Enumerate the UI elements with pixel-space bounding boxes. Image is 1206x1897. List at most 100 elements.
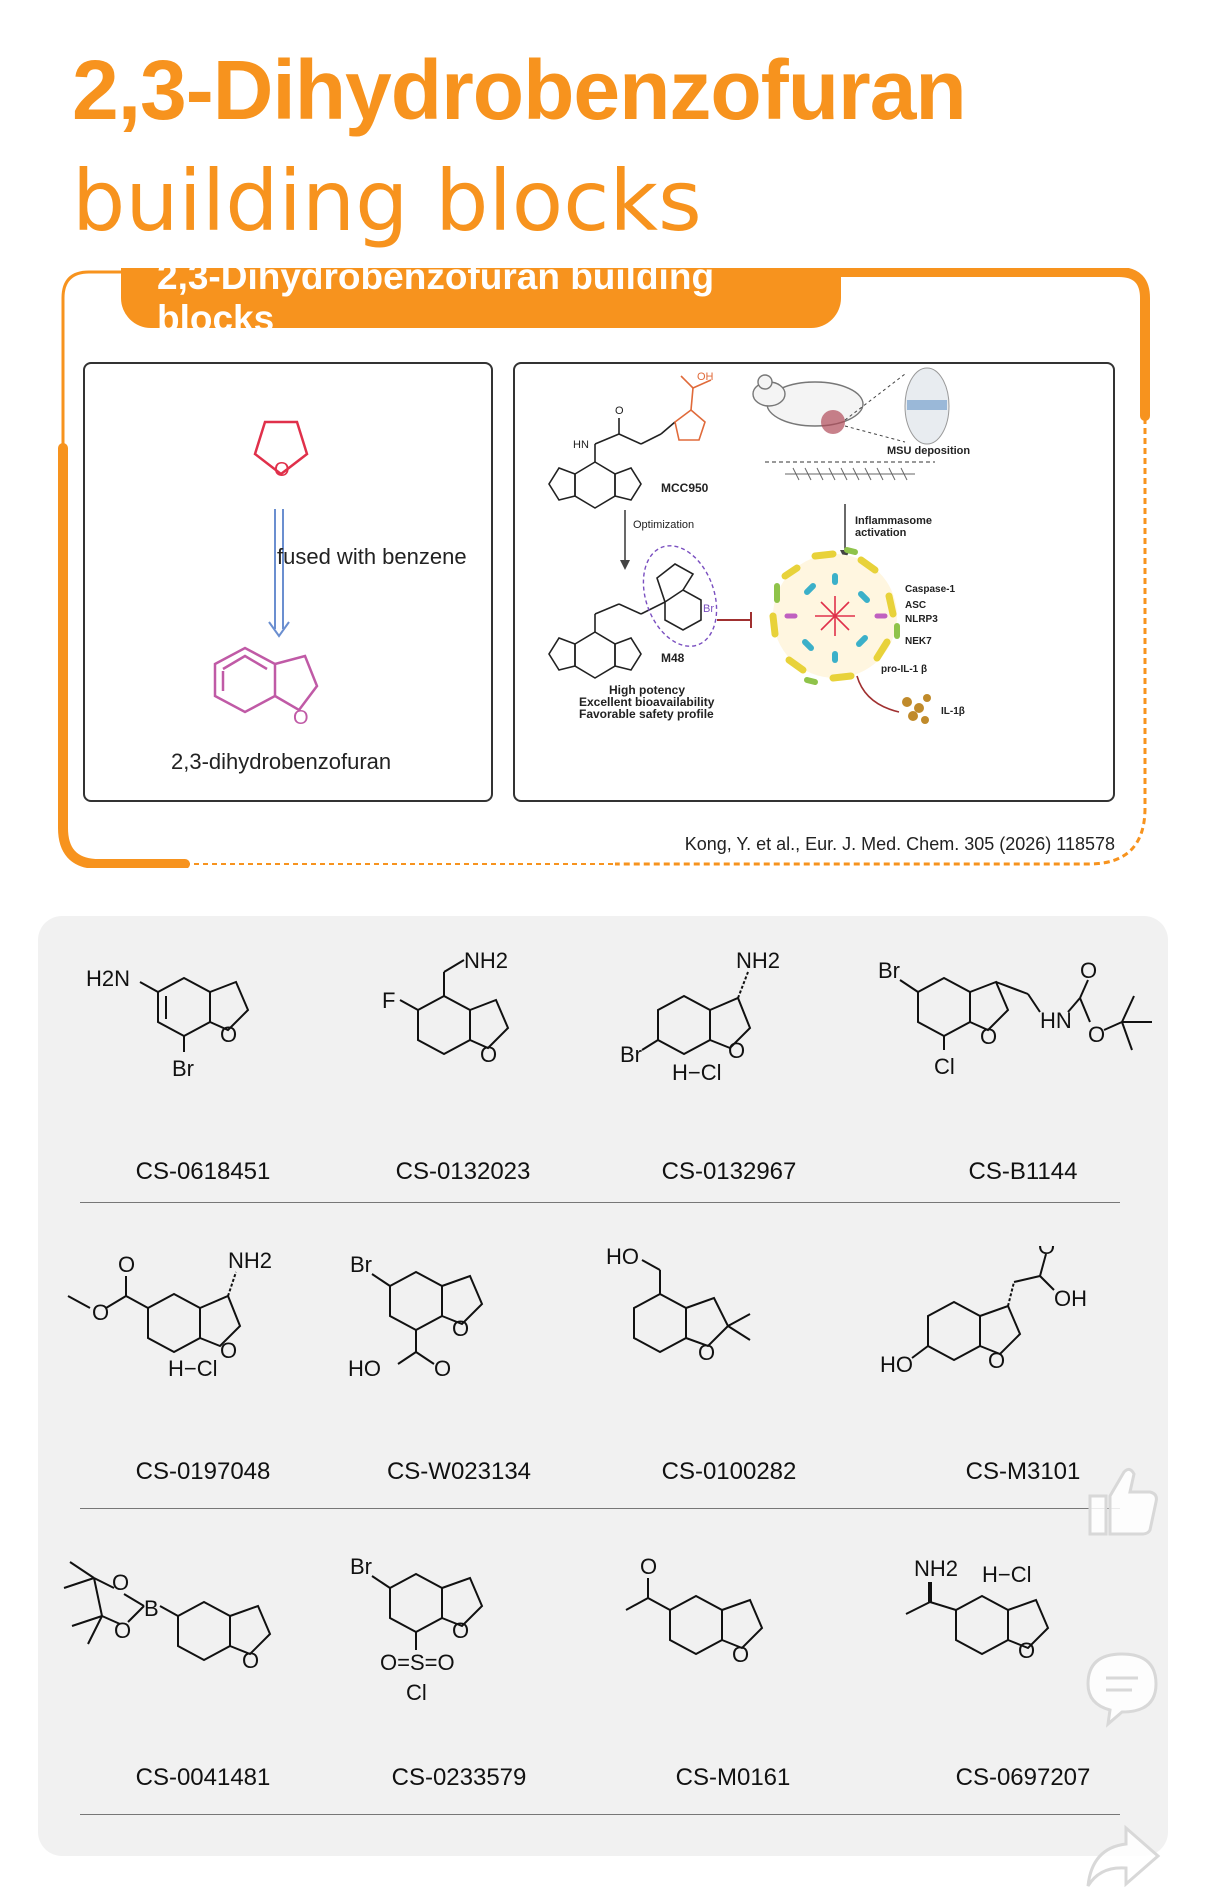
product-grid: H2N Br O NH2 F O NH2 [38,916,1168,1856]
product-code[interactable]: CS-0233579 [391,1764,527,1791]
svg-text:O: O [1088,1022,1105,1047]
release-arrow [856,675,900,713]
hn-label: HN [573,439,589,451]
svg-text:O: O [698,1340,715,1365]
product-code[interactable]: CS-B1144 [968,1158,1078,1185]
legend-caspase: Caspase-1 [905,584,955,595]
svg-text:B: B [144,1596,159,1621]
arrow-label: fused with benzene [277,544,467,569]
svg-text:O: O [242,1648,259,1673]
structure-cs-0233579: Br O O=S=O Cl [318,1548,588,1708]
svg-text:Br: Br [620,1042,642,1067]
product-code[interactable]: CS-0100282 [661,1458,797,1485]
legend-nek7: NEK7 [905,636,932,647]
svg-text:O: O [640,1554,657,1579]
product-code[interactable]: CS-M0161 [675,1764,791,1791]
joint-illustration [904,367,950,445]
joint-marker [821,410,845,434]
svg-text:O: O [452,1316,469,1341]
svg-text:O: O [452,1618,469,1643]
structure-cs-b1144: Br Cl O HN O O [868,952,1168,1102]
product-code[interactable]: CS-M3101 [965,1458,1081,1485]
structure-cs-m0161: O O [598,1548,868,1678]
row-divider [80,1202,1120,1203]
product-oxygen-label: O [293,707,309,729]
legend-asc: ASC [905,600,926,611]
svg-text:Br: Br [350,1554,372,1579]
svg-text:Cl: Cl [934,1054,955,1079]
svg-text:H−Cl: H−Cl [168,1356,218,1376]
product-code[interactable]: CS-0132967 [661,1158,797,1185]
compound-bottom-label: M48 [661,651,685,665]
product-code[interactable]: CS-0132023 [395,1158,531,1185]
mcc950-diagram: OH O HN MCC950 Optimization Br M [548,367,970,724]
br-label-m48: Br [703,603,714,615]
svg-text:H−Cl: H−Cl [982,1562,1032,1587]
structure-cs-0197048: O O NH2 O H−Cl [48,1246,318,1376]
mcc950-structure [548,418,676,509]
structure-cs-0100282: HO O [598,1246,868,1376]
thf-oxygen-label: O [274,459,290,481]
structure-cs-0697207: NH2 H−Cl O [868,1548,1138,1678]
crystal-line [785,467,915,481]
svg-text:O: O [988,1348,1005,1373]
card-frame [58,268,1150,868]
share-icon[interactable] [1082,1820,1164,1897]
row-divider [80,1814,1120,1815]
svg-text:O: O [114,1618,131,1643]
svg-text:HO: HO [348,1356,381,1381]
highlight-ellipse [642,545,718,647]
m48-structure [548,563,702,679]
o-label-1: O [615,405,624,417]
svg-text:HN: HN [1040,1008,1072,1033]
svg-text:O: O [1018,1638,1035,1663]
dihydrobenzofuran-structure [213,646,319,714]
structure-cs-m3101: O OH HO O [868,1246,1138,1386]
svg-text:O: O [112,1570,129,1595]
activation-label-2: activation [855,527,907,539]
svg-text:HO: HO [606,1246,639,1269]
product-code[interactable]: CS-0697207 [955,1764,1091,1791]
structure-cs-0132967: NH2 Br O H−Cl [598,952,868,1082]
svg-text:H2N: H2N [86,966,130,991]
row-divider [80,1508,1120,1509]
svg-text:Cl: Cl [406,1680,427,1705]
svg-text:O: O [434,1356,451,1381]
structure-cs-0132023: NH2 F O [328,952,598,1082]
svg-text:O: O [1038,1246,1055,1259]
comment-icon[interactable] [1082,1646,1164,1733]
svg-text:O: O [732,1642,749,1667]
svg-text:F: F [382,988,395,1013]
product-code[interactable]: CS-0197048 [135,1458,271,1485]
thumbs-up-icon[interactable] [1080,1460,1162,1547]
il-dots [902,694,931,724]
product-code[interactable]: CS-0618451 [135,1158,271,1185]
scaffold-diagram: O fused with benzene O 2,3-dihydrobenzof… [171,420,467,774]
property-2: Excellent bioavailability [579,695,715,709]
svg-text:O: O [480,1042,497,1067]
inflammasome-illustration [769,547,900,685]
application-box: OH O HN MCC950 Optimization Br M [513,362,1115,802]
property-3: Favorable safety profile [579,707,714,721]
activation-label-1: Inflammasome [855,515,932,527]
svg-text:H−Cl: H−Cl [672,1060,722,1082]
pro-il-label: pro-IL-1 β [881,664,927,675]
svg-text:Br: Br [172,1056,194,1081]
svg-text:O: O [220,1338,237,1363]
svg-text:NH2: NH2 [736,952,780,973]
product-code[interactable]: CS-W023134 [386,1458,532,1485]
svg-text:NH2: NH2 [464,952,508,973]
svg-text:O: O [980,1024,997,1049]
structure-cs-0618451: H2N Br O [58,952,328,1082]
svg-text:Br: Br [350,1252,372,1277]
svg-text:O: O [118,1252,135,1277]
svg-text:O: O [220,1022,237,1047]
property-1: High potency [609,683,685,697]
svg-text:O: O [728,1038,745,1063]
structure-cs-w023134: Br O HO O [318,1246,588,1386]
down-arrow [268,509,290,638]
svg-text:O=S=O: O=S=O [380,1650,455,1675]
product-code[interactable]: CS-0041481 [135,1764,271,1791]
legend-nlrp3: NLRP3 [905,614,938,625]
product-label: 2,3-dihydrobenzofuran [171,749,391,774]
